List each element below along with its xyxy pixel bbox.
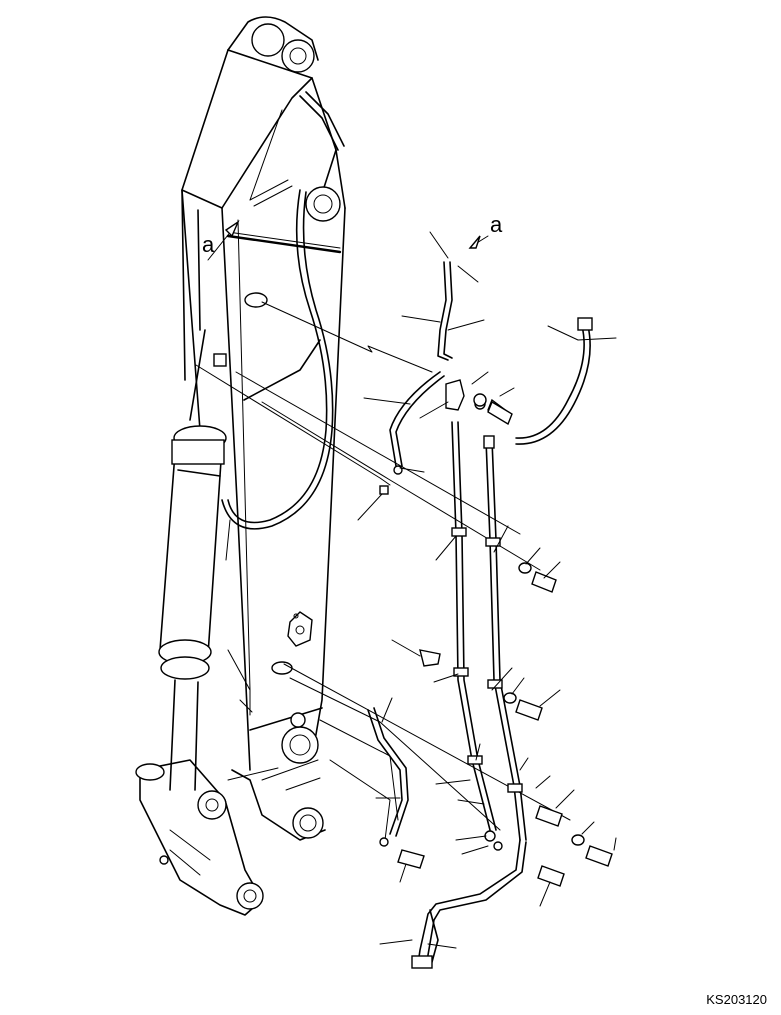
fasteners: [397, 393, 613, 887]
view-a-label-lower: a: [202, 232, 215, 257]
assembly-lines: [195, 301, 571, 841]
boom-cylinder: [135, 425, 279, 916]
view-arrows: [207, 220, 489, 261]
view-a-label-upper: a: [490, 212, 503, 237]
drawing-code: KS203120: [706, 992, 767, 1007]
boom-hoses: [221, 91, 345, 716]
boom-body: [181, 16, 346, 841]
callout-leaders: [357, 231, 617, 949]
